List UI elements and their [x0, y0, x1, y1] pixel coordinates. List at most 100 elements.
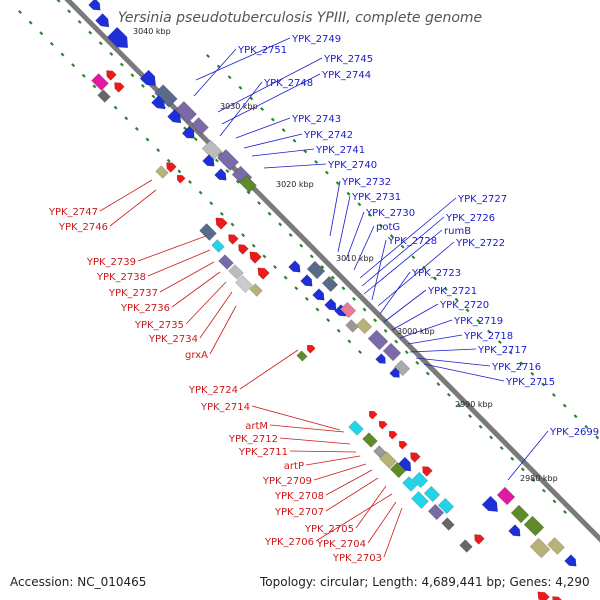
gene-label: YPK_2704	[316, 539, 366, 550]
tick-mark	[225, 169, 230, 174]
reverse-gene-shape	[552, 596, 563, 600]
gene-label: YPK_2718	[463, 331, 513, 342]
tick-mark	[71, 63, 76, 68]
reverse-gene	[199, 223, 217, 241]
tick-mark	[347, 339, 352, 344]
tick-mark	[267, 211, 272, 216]
tick-mark	[320, 265, 325, 269]
tick-mark	[230, 222, 235, 227]
forward-gene-shape	[191, 117, 209, 135]
tick-mark	[562, 403, 567, 408]
reverse-gene	[410, 452, 421, 463]
gene-label: YPK_2730	[365, 208, 415, 219]
leader-line	[251, 148, 315, 157]
reverse-gene	[552, 596, 563, 600]
tick-mark	[92, 84, 97, 89]
reverse-gene	[411, 491, 429, 509]
gene-label: YPK_2720	[439, 300, 489, 311]
tick-mark	[260, 106, 265, 111]
reverse-gene-shape	[215, 217, 228, 230]
map-title: Yersinia pseudotuberculosis YPIII, compl…	[117, 10, 483, 26]
leader-line	[159, 261, 215, 293]
gene-label: YPK_2731	[351, 192, 401, 203]
leader-line	[353, 225, 375, 271]
gene-label: grxA	[185, 350, 208, 361]
reverse-gene-shape	[257, 267, 270, 280]
forward-gene	[139, 69, 156, 86]
forward-gene	[529, 537, 551, 559]
reverse-gene-shape	[441, 517, 455, 531]
tick-mark	[49, 41, 54, 46]
tick-mark	[309, 254, 314, 259]
gene-label: YPK_2738	[96, 272, 146, 283]
tick-mark	[573, 414, 578, 419]
tick-mark	[352, 296, 356, 301]
gene-label: YPK_2706	[264, 537, 314, 548]
forward-gene	[321, 275, 339, 293]
reverse-gene	[422, 466, 433, 477]
tick-mark	[425, 371, 430, 376]
reverse-gene	[388, 430, 398, 440]
reverse-gene	[348, 420, 364, 436]
tick-mark	[400, 244, 405, 249]
tick-mark	[193, 137, 198, 142]
tick-mark	[422, 265, 427, 270]
forward-gene	[214, 168, 227, 181]
gene-label: YPK_2719	[453, 316, 503, 327]
gene-label: YPK_2716	[491, 362, 541, 373]
forward-gene	[389, 367, 400, 378]
gene-label: YPK_2734	[148, 334, 198, 345]
leader-line	[409, 348, 477, 353]
gene-label: YPK_2744	[321, 70, 371, 81]
tick-mark	[235, 179, 240, 184]
tick-mark	[584, 424, 589, 429]
tick-mark	[134, 126, 139, 131]
gene-label: YPK_2715	[505, 377, 555, 388]
gene-label: YPK_2709	[262, 476, 312, 487]
forward-gene	[508, 524, 521, 537]
reverse-gene	[249, 283, 263, 297]
leader-line	[423, 363, 505, 382]
tick-mark	[294, 286, 299, 291]
gene-label: YPK_2735	[134, 320, 184, 331]
reverse-gene-shape	[249, 251, 262, 264]
forward-gene-shape	[411, 471, 429, 489]
tick-mark	[303, 149, 308, 154]
forward-gene	[312, 288, 325, 301]
reverse-gene-shape	[362, 432, 378, 448]
tick-mark	[394, 339, 399, 344]
forward-gene-shape	[375, 353, 386, 364]
forward-gene	[564, 554, 577, 567]
tick-mark	[489, 435, 494, 440]
tick-mark	[378, 223, 383, 228]
forward-gene-shape	[529, 537, 551, 559]
leader-line	[359, 197, 457, 279]
gene-label: YPK_2724	[188, 385, 238, 396]
forward-gene	[88, 0, 101, 11]
gene-label: YPK_2736	[120, 303, 170, 314]
leader-line	[217, 57, 323, 113]
leader-line	[99, 179, 153, 212]
leader-line	[325, 477, 379, 512]
reverse-gene-shape	[410, 452, 421, 463]
gene-label: YPK_2703	[332, 553, 382, 564]
reverse-gene	[257, 267, 270, 280]
tick-mark	[292, 138, 297, 143]
reverse-gene	[368, 410, 378, 420]
reverse-gene-shape	[155, 165, 169, 179]
tick-mark	[357, 202, 362, 207]
gene-label: YPK_2714	[200, 402, 250, 413]
reverse-gene	[249, 251, 262, 264]
reverse-gene-shape	[211, 239, 225, 253]
leader-line	[507, 430, 549, 481]
tick-mark	[188, 180, 192, 184]
reverse-gene	[441, 517, 455, 531]
forward-gene	[367, 329, 389, 351]
forward-gene	[217, 149, 239, 171]
reverse-gene	[306, 344, 316, 354]
tick-mark	[368, 212, 373, 217]
accession-text: Accession: NC_010465	[10, 575, 147, 589]
forward-gene	[496, 486, 516, 506]
tick-mark	[246, 190, 251, 195]
reverse-gene-shape	[106, 70, 117, 81]
